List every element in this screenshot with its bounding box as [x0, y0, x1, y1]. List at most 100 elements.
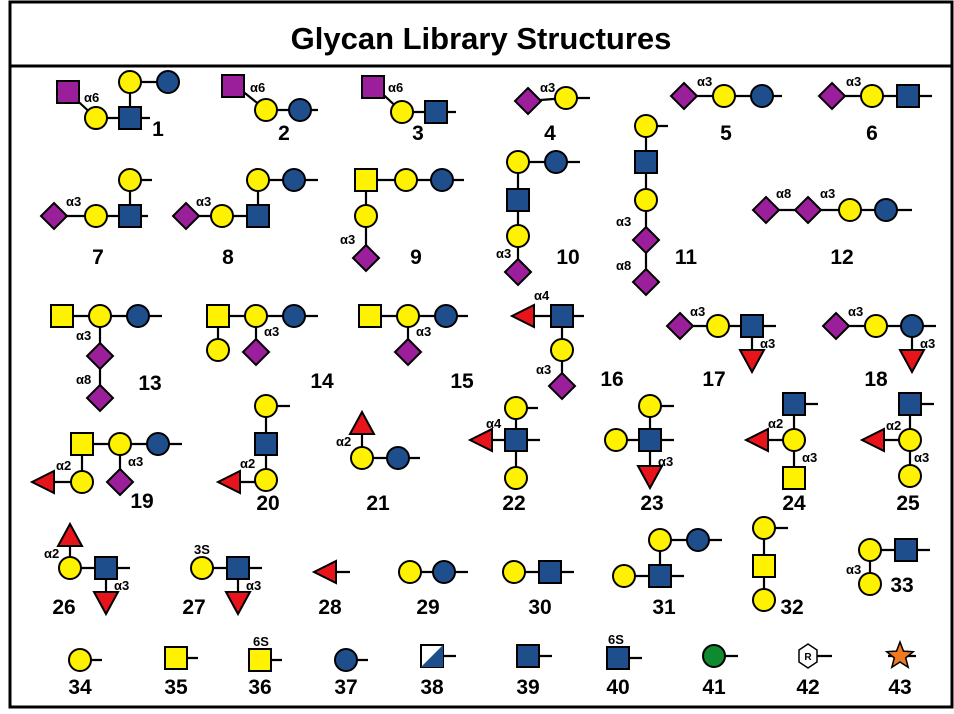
glycan-43: 43 [884, 639, 916, 699]
glcnac-square [504, 428, 528, 452]
linkage-label: α3 [340, 232, 355, 247]
glycan-7: α37 [39, 168, 152, 269]
glycan-36: 6S 36 [248, 634, 282, 699]
outer-frame [8, 0, 954, 709]
sialic-acid-diamond [547, 371, 577, 401]
glycan-number: 24 [782, 492, 806, 515]
glucose-circle [386, 446, 410, 470]
glycan-number: 8 [222, 246, 234, 269]
glcnac-square [424, 100, 448, 124]
glcnac-square [782, 392, 806, 416]
glycan-3: α63 [361, 75, 456, 145]
glycan-number: 17 [702, 368, 725, 391]
linkage-label: 6S [253, 634, 269, 649]
glycan-34: 34 [68, 648, 102, 699]
galactose-circle [504, 396, 528, 420]
linkage-label: α3 [536, 362, 551, 377]
glcnac-square [638, 428, 662, 452]
linkage-label: α3 [848, 304, 863, 319]
galactose-circle [706, 314, 730, 338]
glcnac-square [894, 538, 918, 562]
galactose-circle [254, 468, 278, 492]
glycan-6: α36 [817, 74, 932, 145]
glycan-number: 42 [796, 676, 819, 699]
glycan-number: 31 [652, 596, 676, 619]
glycan-number: 43 [888, 676, 911, 699]
linkage-label: α2 [56, 458, 71, 473]
glycan-number: 28 [318, 596, 342, 619]
glycan-number: 6 [866, 122, 878, 145]
glycan-number: 5 [720, 122, 732, 145]
galactose-circle [634, 188, 658, 212]
galactose-circle [70, 470, 94, 494]
glycan-number: 41 [702, 676, 726, 699]
galactose-circle [68, 648, 92, 672]
linkage-label: α6 [250, 80, 265, 95]
glycan-38: 38 [420, 644, 456, 699]
half-filled-square-fill [421, 645, 443, 667]
linkage-label: α3 [66, 194, 81, 209]
galactose-circle [504, 466, 528, 490]
glycan-29: 29 [398, 560, 468, 619]
glcnac-square [506, 188, 530, 212]
sialic-acid-diamond [751, 195, 781, 225]
glycan-number: 32 [780, 596, 803, 619]
galnac-square [752, 554, 776, 578]
glcnac-square [896, 84, 920, 108]
galnac-square [354, 168, 378, 192]
glycan-number: 18 [864, 368, 888, 391]
sialic-acid-diamond [665, 311, 695, 341]
glycan-32: 32 [752, 516, 804, 619]
galactose-circle [88, 304, 112, 328]
glucose-circle [750, 84, 774, 108]
glucose-circle [432, 560, 456, 584]
sialic-acid-square [221, 74, 245, 98]
sialic-acid-diamond [105, 467, 135, 497]
mannose-circle [702, 644, 726, 668]
sialic-acid-diamond [39, 201, 69, 231]
glycan-number: 34 [68, 676, 92, 699]
linkage-label: α3 [658, 454, 673, 469]
sialic-acid-square [361, 75, 385, 99]
linkage-label: α3 [802, 450, 817, 465]
linkage-label: 6S [608, 632, 624, 647]
linkage-label: α3 [540, 80, 555, 95]
sialic-acid-diamond [817, 81, 847, 111]
glucose-circle [686, 528, 710, 552]
glycan-number: 36 [248, 676, 271, 699]
galactose-circle [244, 304, 268, 328]
glucose-circle [156, 70, 180, 94]
galnac-square [206, 304, 230, 328]
linkage-label: α3 [690, 304, 705, 319]
fucose-triangle [56, 521, 84, 547]
linkage-label: α2 [44, 546, 59, 561]
glycan-28: 28 [311, 559, 350, 619]
sialic-acid-diamond [351, 243, 381, 273]
linkage-label: α2 [768, 416, 783, 431]
galactose-circle [254, 98, 278, 122]
linkage-label: α2 [886, 418, 901, 433]
galactose-circle [398, 560, 422, 584]
galactose-circle [354, 204, 378, 228]
galactose-circle [396, 304, 420, 328]
linkage-label: α4 [486, 416, 502, 431]
galactose-circle [506, 224, 530, 248]
glucose-circle [334, 648, 358, 672]
glycan-39: 39 [516, 644, 552, 699]
linkage-label: α3 [760, 336, 775, 351]
fucose-triangle [509, 303, 535, 329]
linkage-label: α6 [388, 80, 403, 95]
glycan-number: 22 [502, 492, 525, 515]
glycan-4: α34 [513, 80, 590, 145]
galactose-circle [782, 428, 806, 452]
